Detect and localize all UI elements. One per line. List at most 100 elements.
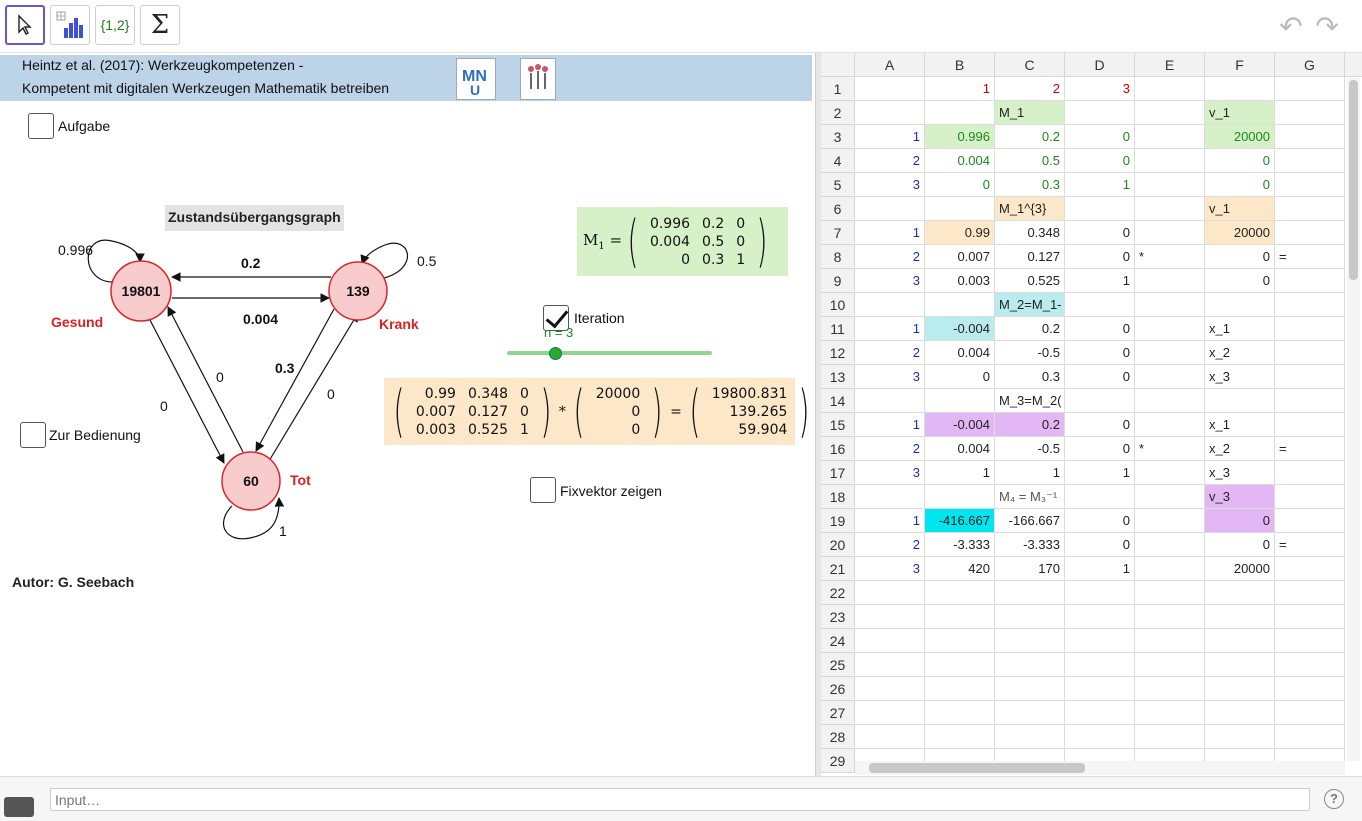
slider-track[interactable] xyxy=(507,351,712,355)
cell-g2[interactable] xyxy=(1275,101,1345,125)
cell-e12[interactable] xyxy=(1135,341,1205,365)
cell-e4[interactable] xyxy=(1135,149,1205,173)
cell-d27[interactable] xyxy=(1065,701,1135,725)
cell-e20[interactable] xyxy=(1135,533,1205,557)
column-header-extra[interactable] xyxy=(1345,53,1362,77)
cell-e23[interactable] xyxy=(1135,605,1205,629)
row-header-14[interactable]: 14 xyxy=(821,389,855,413)
cell-b10[interactable] xyxy=(925,293,995,317)
algebra-input[interactable] xyxy=(50,788,1310,811)
cell-d11[interactable]: 0 xyxy=(1065,317,1135,341)
cell-c14[interactable]: M_3=M_2( xyxy=(995,389,1065,413)
cell-f25[interactable] xyxy=(1205,653,1275,677)
cell-b4[interactable]: 0.004 xyxy=(925,149,995,173)
cell-e25[interactable] xyxy=(1135,653,1205,677)
cell-a2[interactable] xyxy=(855,101,925,125)
cell-d10[interactable] xyxy=(1065,293,1135,317)
cell-b27[interactable] xyxy=(925,701,995,725)
cell-f16[interactable]: x_2 xyxy=(1205,437,1275,461)
cell-a6[interactable] xyxy=(855,197,925,221)
cell-b5[interactable]: 0 xyxy=(925,173,995,197)
cell-b17[interactable]: 1 xyxy=(925,461,995,485)
row-header-20[interactable]: 20 xyxy=(821,533,855,557)
cell-a3[interactable]: 1 xyxy=(855,125,925,149)
cell-b15[interactable]: -0.004 xyxy=(925,413,995,437)
cell-e5[interactable] xyxy=(1135,173,1205,197)
cell-g4[interactable] xyxy=(1275,149,1345,173)
cell-d13[interactable]: 0 xyxy=(1065,365,1135,389)
column-header-a[interactable]: A xyxy=(855,53,925,77)
cell-g19[interactable] xyxy=(1275,509,1345,533)
cell-d6[interactable] xyxy=(1065,197,1135,221)
node-gesund[interactable] xyxy=(110,260,172,322)
corner-cell[interactable] xyxy=(821,53,855,77)
cell-f10[interactable] xyxy=(1205,293,1275,317)
cell-d17[interactable]: 1 xyxy=(1065,461,1135,485)
cell-e9[interactable] xyxy=(1135,269,1205,293)
cell-c16[interactable]: -0.5 xyxy=(995,437,1065,461)
keyboard-icon[interactable] xyxy=(4,797,34,817)
column-header-f[interactable]: F xyxy=(1205,53,1275,77)
cell-f12[interactable]: x_2 xyxy=(1205,341,1275,365)
cell-c22[interactable] xyxy=(995,581,1065,605)
cell-e21[interactable] xyxy=(1135,557,1205,581)
cell-e26[interactable] xyxy=(1135,677,1205,701)
cell-a9[interactable]: 3 xyxy=(855,269,925,293)
cell-b19[interactable]: -416.667 xyxy=(925,509,995,533)
cell-g23[interactable] xyxy=(1275,605,1345,629)
cell-c3[interactable]: 0.2 xyxy=(995,125,1065,149)
row-header-27[interactable]: 27 xyxy=(821,701,855,725)
cell-f18[interactable]: v_3 xyxy=(1205,485,1275,509)
help-icon[interactable]: ? xyxy=(1324,789,1344,809)
cell-f20[interactable]: 0 xyxy=(1205,533,1275,557)
row-header-28[interactable]: 28 xyxy=(821,725,855,749)
cell-a20[interactable]: 2 xyxy=(855,533,925,557)
cell-g9[interactable] xyxy=(1275,269,1345,293)
cell-c6[interactable]: M_1^{3} xyxy=(995,197,1065,221)
chart-tool-button[interactable] xyxy=(50,5,90,45)
undo-icon[interactable]: ↶ xyxy=(1279,11,1303,42)
redo-icon[interactable]: ↷ xyxy=(1315,11,1339,42)
column-header-e[interactable]: E xyxy=(1135,53,1205,77)
cell-g12[interactable] xyxy=(1275,341,1345,365)
cell-b20[interactable]: -3.333 xyxy=(925,533,995,557)
cell-b21[interactable]: 420 xyxy=(925,557,995,581)
cell-a5[interactable]: 3 xyxy=(855,173,925,197)
cell-e7[interactable] xyxy=(1135,221,1205,245)
cell-d23[interactable] xyxy=(1065,605,1135,629)
cell-g25[interactable] xyxy=(1275,653,1345,677)
list-tool-button[interactable]: {1,2} xyxy=(95,5,135,45)
row-header-9[interactable]: 9 xyxy=(821,269,855,293)
cell-f17[interactable]: x_3 xyxy=(1205,461,1275,485)
cell-a22[interactable] xyxy=(855,581,925,605)
cell-f3[interactable]: 20000 xyxy=(1205,125,1275,149)
cell-a11[interactable]: 1 xyxy=(855,317,925,341)
cell-d20[interactable]: 0 xyxy=(1065,533,1135,557)
cell-c1[interactable]: 2 xyxy=(995,77,1065,101)
row-header-12[interactable]: 12 xyxy=(821,341,855,365)
cell-f6[interactable]: v_1 xyxy=(1205,197,1275,221)
slider-knob[interactable] xyxy=(549,347,562,360)
row-header-17[interactable]: 17 xyxy=(821,461,855,485)
cell-a7[interactable]: 1 xyxy=(855,221,925,245)
cell-g24[interactable] xyxy=(1275,629,1345,653)
cell-e22[interactable] xyxy=(1135,581,1205,605)
cell-g3[interactable] xyxy=(1275,125,1345,149)
cell-b8[interactable]: 0.007 xyxy=(925,245,995,269)
column-header-b[interactable]: B xyxy=(925,53,995,77)
cell-a10[interactable] xyxy=(855,293,925,317)
cell-a17[interactable]: 3 xyxy=(855,461,925,485)
cell-c21[interactable]: 170 xyxy=(995,557,1065,581)
cell-c4[interactable]: 0.5 xyxy=(995,149,1065,173)
cell-d28[interactable] xyxy=(1065,725,1135,749)
cell-b7[interactable]: 0.99 xyxy=(925,221,995,245)
cell-b11[interactable]: -0.004 xyxy=(925,317,995,341)
row-header-1[interactable]: 1 xyxy=(821,77,855,101)
row-header-2[interactable]: 2 xyxy=(821,101,855,125)
cell-g1[interactable] xyxy=(1275,77,1345,101)
cell-a1[interactable] xyxy=(855,77,925,101)
cell-f14[interactable] xyxy=(1205,389,1275,413)
cell-c19[interactable]: -166.667 xyxy=(995,509,1065,533)
cell-e8[interactable]: * xyxy=(1135,245,1205,269)
row-header-10[interactable]: 10 xyxy=(821,293,855,317)
